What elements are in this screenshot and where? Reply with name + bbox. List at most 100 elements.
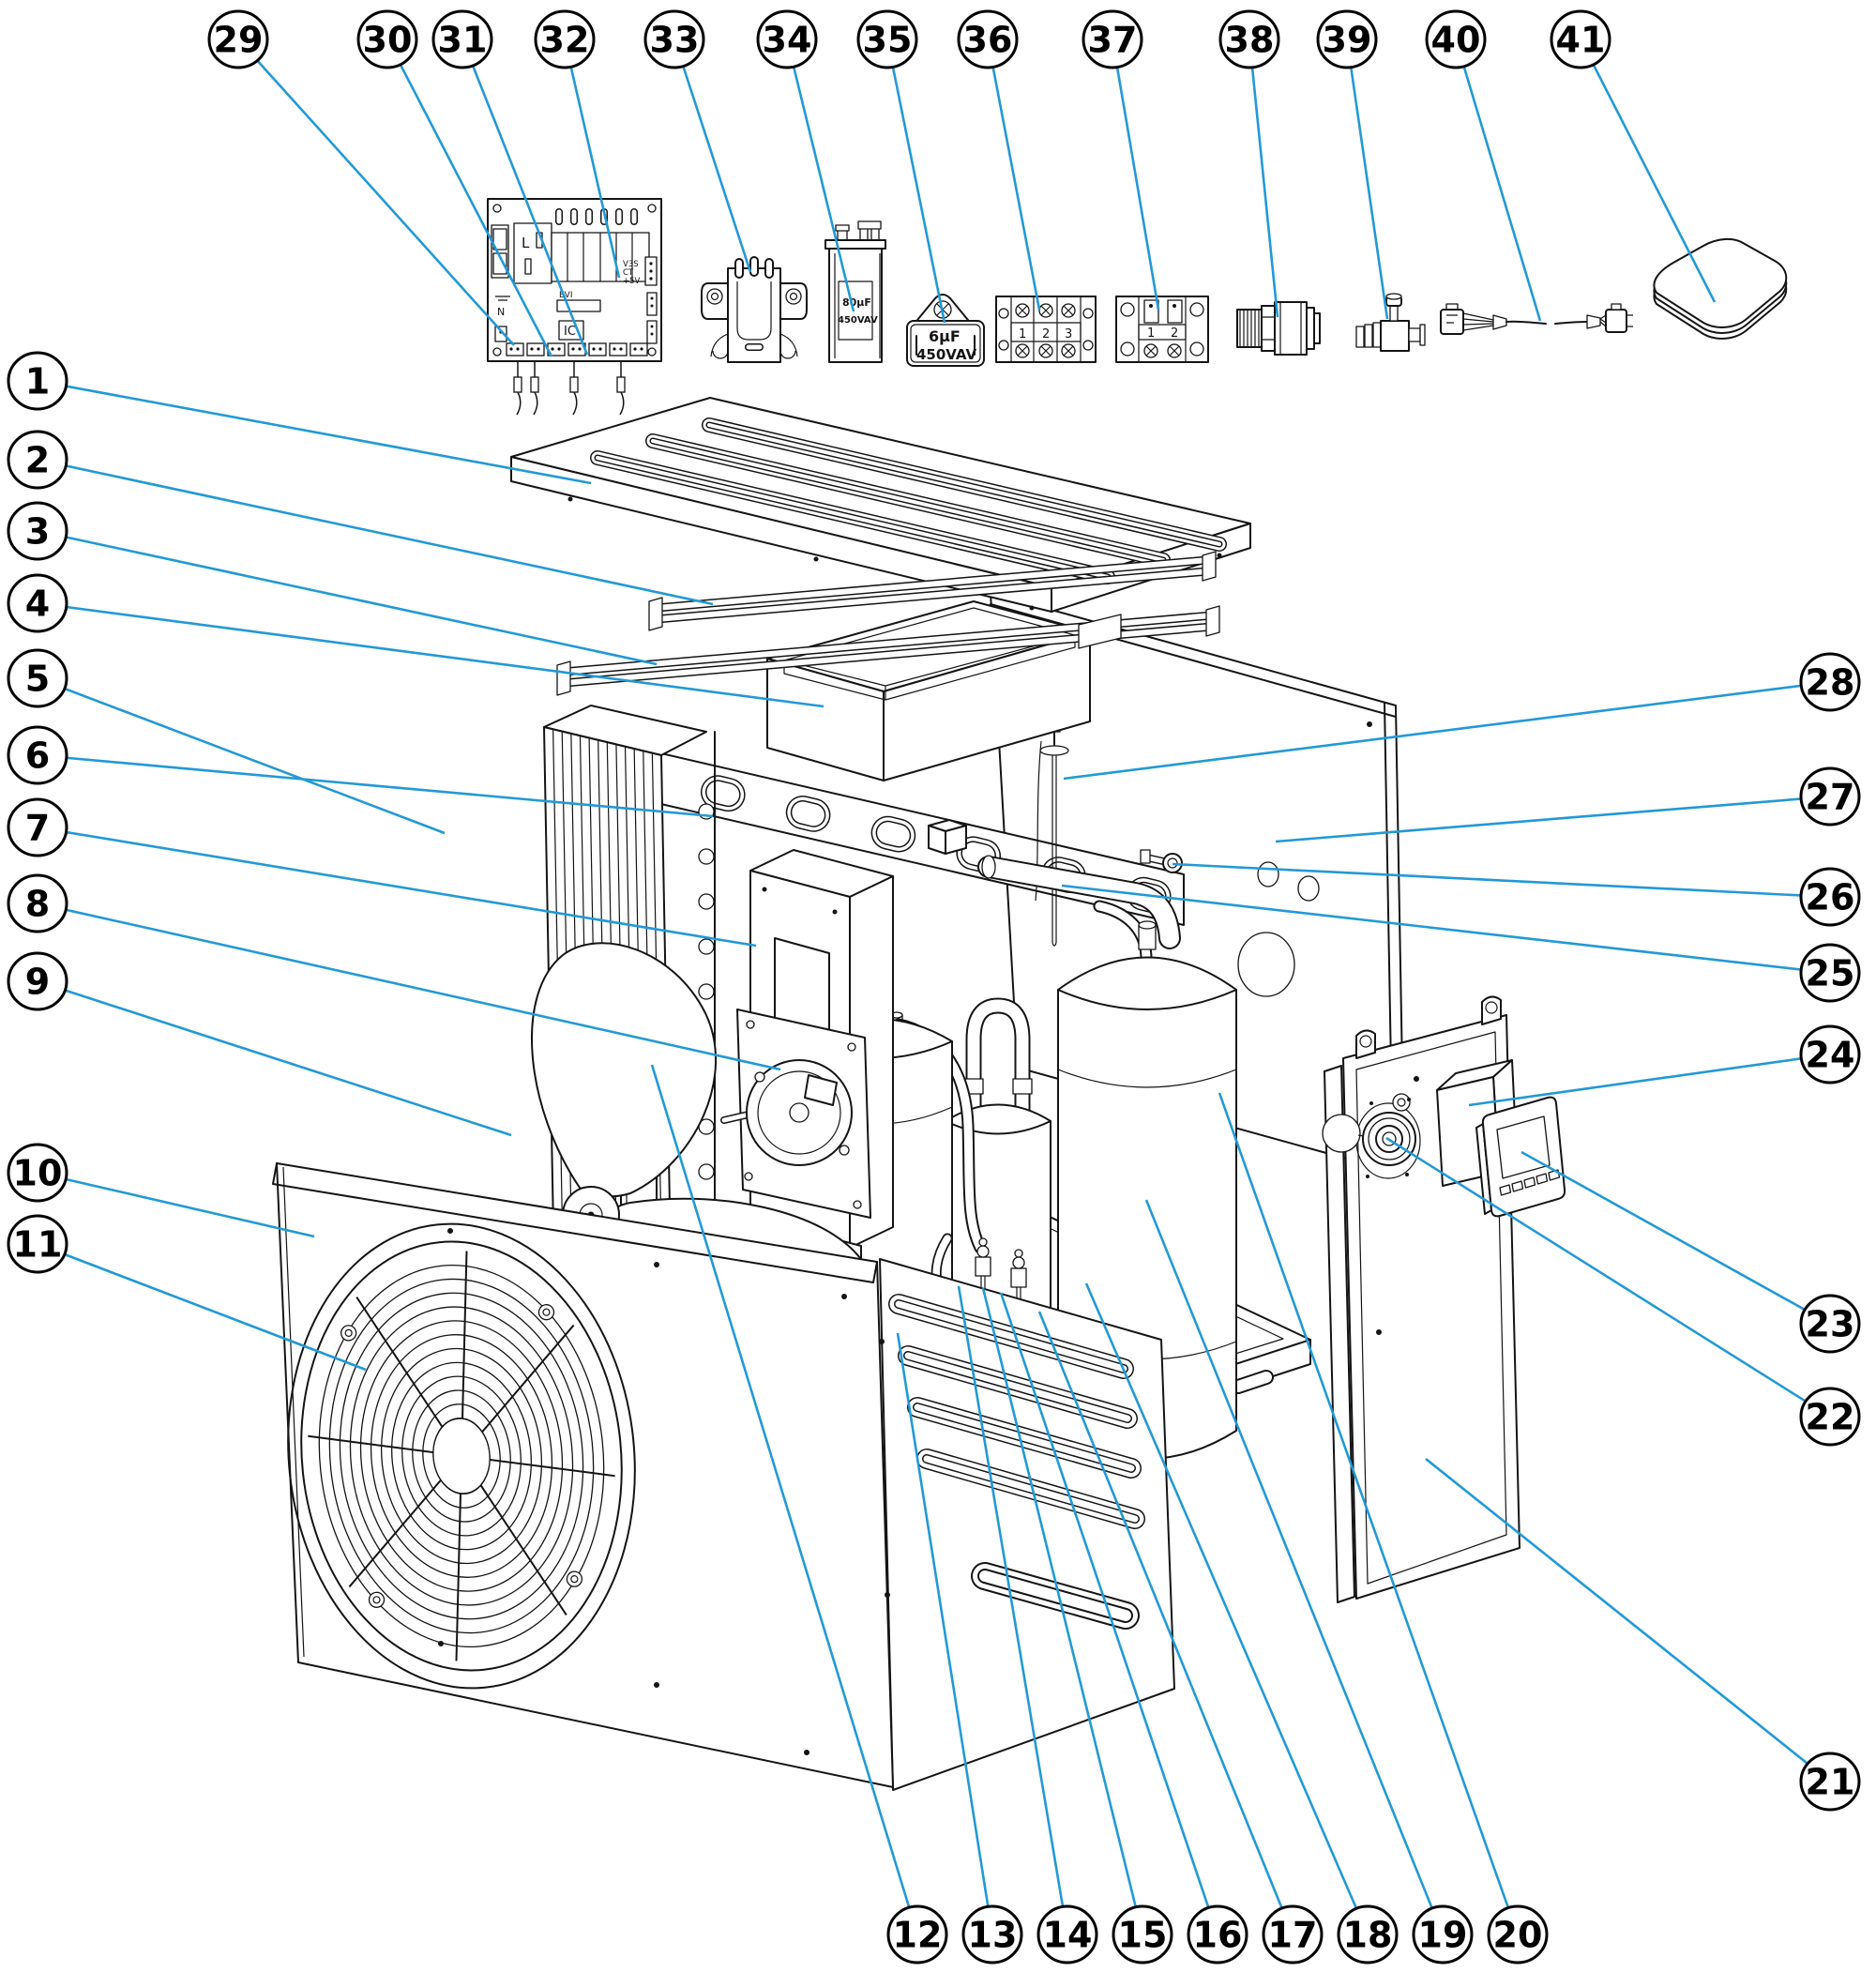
callout-8: 8 [7, 873, 68, 933]
svg-text:34: 34 [763, 20, 812, 61]
leader-line-39 [1345, 38, 1389, 320]
svg-text:39: 39 [1323, 20, 1372, 61]
callout-14: 14 [1036, 1904, 1098, 1964]
callout-5: 5 [7, 648, 68, 708]
leader-line-31 [461, 38, 589, 356]
leader-line-22 [1385, 1136, 1831, 1418]
callout-27: 27 [1799, 766, 1861, 827]
svg-text:14: 14 [1043, 1915, 1093, 1956]
callout-31: 31 [431, 9, 493, 69]
svg-text:23: 23 [1806, 1304, 1855, 1345]
callout-6: 6 [7, 725, 68, 785]
leader-line-15 [981, 1287, 1144, 1935]
svg-text:41: 41 [1556, 20, 1606, 61]
svg-text:30: 30 [363, 20, 413, 61]
leader-line-27 [1275, 795, 1831, 843]
callout-20: 20 [1487, 1904, 1549, 1964]
mounting-rail-2 [648, 551, 1217, 631]
terminal2-1: 1 [1147, 326, 1155, 341]
callout-9: 9 [7, 951, 68, 1011]
callout-15: 15 [1112, 1904, 1173, 1964]
callout-41: 41 [1550, 9, 1611, 69]
svg-text:22: 22 [1806, 1397, 1855, 1438]
leader-line-7 [37, 826, 757, 948]
callout-40: 40 [1425, 9, 1487, 69]
svg-text:8: 8 [25, 884, 50, 925]
corner-panel-part [879, 1258, 1175, 1791]
leader-line-17 [1037, 1311, 1294, 1935]
leader-line-30 [386, 38, 553, 357]
callout-29: 29 [207, 9, 269, 69]
leader-line-4 [37, 601, 825, 708]
run-capacitor-large-part: 80μF 450VAV [825, 220, 886, 363]
capacitor-large-value: 80μF [842, 296, 871, 309]
svg-text:4: 4 [25, 584, 50, 625]
leader-line-38 [1248, 38, 1279, 318]
callout-25: 25 [1799, 943, 1861, 1003]
display-controller-part [1475, 1096, 1566, 1218]
terminal3-2: 2 [1042, 327, 1050, 341]
svg-text:33: 33 [650, 20, 700, 61]
leader-line-28 [1063, 680, 1831, 781]
svg-text:36: 36 [963, 20, 1013, 61]
callout-10: 10 [7, 1143, 68, 1203]
leader-line-5 [37, 676, 446, 835]
svg-text:38: 38 [1225, 20, 1275, 61]
svg-text:5: 5 [25, 659, 50, 700]
callout-37: 37 [1082, 9, 1143, 69]
callout-39: 39 [1316, 9, 1378, 69]
callout-22: 22 [1799, 1387, 1861, 1447]
svg-text:35: 35 [863, 20, 913, 61]
pcb-ct-label: CT [623, 268, 634, 278]
leader-line-23 [1520, 1150, 1831, 1326]
callout-1: 1 [7, 351, 68, 411]
leader-line-37 [1111, 38, 1160, 311]
leader-line-1 [37, 379, 592, 485]
leader-line-3 [37, 529, 658, 666]
callout-33: 33 [643, 9, 705, 69]
leader-lines [37, 38, 1831, 1935]
leader-line-24 [1468, 1053, 1831, 1107]
pcb-evi-label: EVI [559, 291, 573, 300]
terminal3-1: 1 [1019, 327, 1026, 341]
run-capacitor-small-part: 6μF 450VAV [906, 294, 985, 367]
callout-18: 18 [1337, 1904, 1399, 1964]
leader-line-11 [37, 1242, 367, 1372]
controller-screen [1496, 1115, 1551, 1179]
callout-32: 32 [534, 9, 596, 69]
control-pcb-part: L EVI IC N V3S CT +5V [487, 198, 662, 416]
svg-text:15: 15 [1118, 1915, 1168, 1956]
svg-text:17: 17 [1268, 1915, 1318, 1956]
terminal-block-2p-part: 1 2 [1115, 296, 1209, 363]
callout-4: 4 [7, 573, 68, 633]
svg-text:10: 10 [13, 1153, 63, 1194]
svg-text:16: 16 [1193, 1915, 1243, 1956]
leader-line-41 [1579, 38, 1717, 303]
callout-7: 7 [7, 797, 68, 857]
svg-text:27: 27 [1806, 777, 1855, 818]
svg-text:26: 26 [1806, 877, 1855, 918]
svg-text:31: 31 [438, 20, 488, 61]
pcb-5v-label: +5V [623, 277, 641, 286]
leader-line-13 [896, 1332, 994, 1935]
svg-text:24: 24 [1806, 1035, 1855, 1076]
svg-text:3: 3 [25, 511, 50, 553]
leader-line-32 [563, 38, 621, 279]
svg-text:11: 11 [13, 1224, 63, 1266]
leader-line-18 [1084, 1282, 1369, 1935]
leader-line-26 [1172, 862, 1831, 899]
service-valve-part [1140, 849, 1183, 873]
svg-text:40: 40 [1431, 20, 1481, 61]
callout-2: 2 [7, 430, 68, 490]
leader-line-36 [986, 38, 1041, 311]
svg-text:28: 28 [1806, 662, 1855, 704]
leader-line-2 [37, 458, 714, 606]
pcb-ic-label: IC [564, 325, 576, 339]
vent-slats [888, 1294, 1145, 1529]
terminal-block-3p-part: 1 2 3 [995, 296, 1097, 363]
pcb-neutral-label: N [497, 306, 505, 318]
callout-36: 36 [957, 9, 1019, 69]
leader-line-21 [1425, 1457, 1831, 1783]
leader-line-34 [785, 38, 855, 312]
